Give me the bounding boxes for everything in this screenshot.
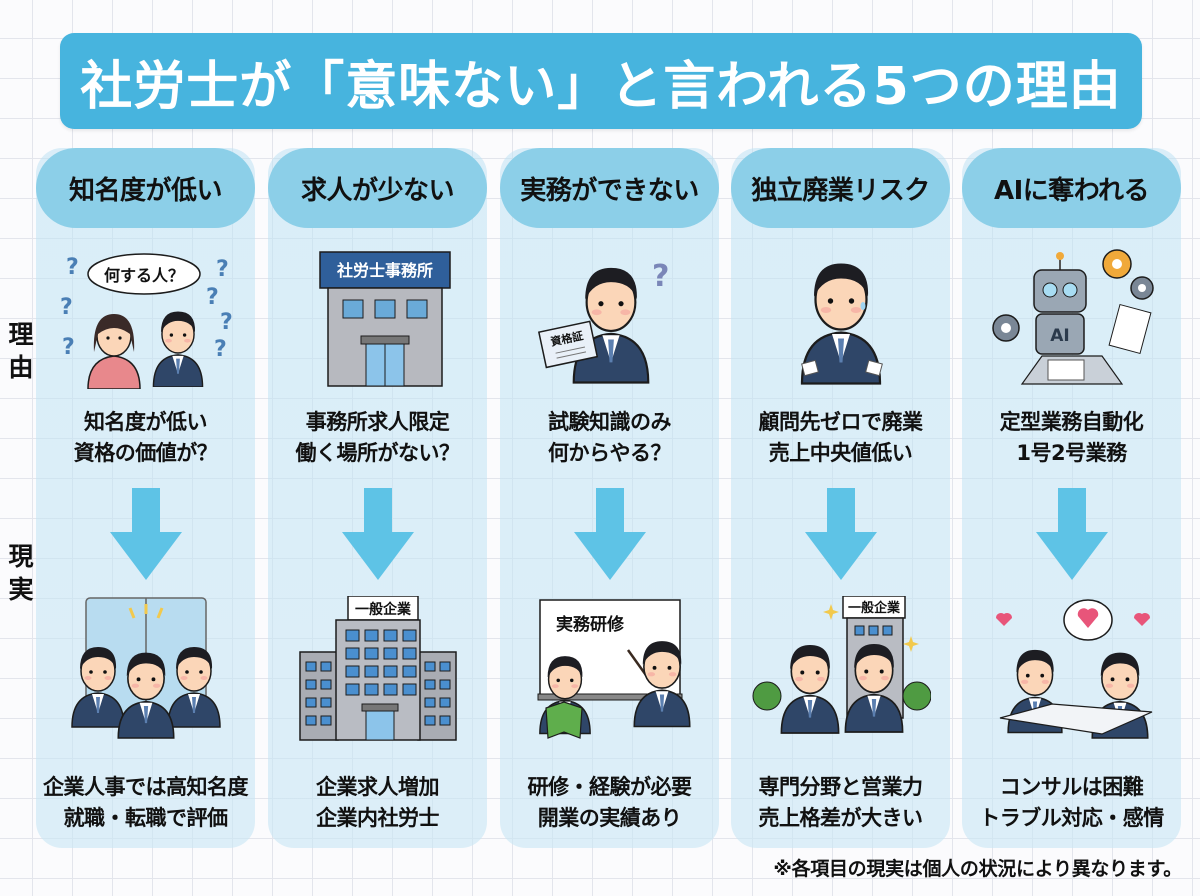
column-header: 知名度が低い xyxy=(36,148,255,228)
arrow-down-icon xyxy=(805,488,877,580)
column-header: 実務ができない xyxy=(500,148,719,228)
row-label-reality-text: 現実 xyxy=(8,542,34,604)
reality-caption: 企業求人増加 企業内社労士 xyxy=(316,775,440,830)
column-header: 独立廃業リスク xyxy=(731,148,950,228)
handshake-icon: 一般企業 xyxy=(752,596,931,734)
column-low-recognition: 知名度が低い ? ? ? ? ? ? ? ? 何する人？ 知名度が低い 資格の価… xyxy=(36,148,255,848)
reason-caption: 試験知識のみ 何からやる？ xyxy=(548,410,672,465)
svg-text:?: ? xyxy=(66,255,79,280)
column-few-jobs: 求人が少ない 社労士事務所 事務所求人限定 働く場所がない？ 一般企業 xyxy=(268,148,487,848)
arrow-down-icon xyxy=(1036,488,1108,580)
title-banner: 社労士が「意味ない」と言われる5つの理由 xyxy=(60,33,1142,129)
row-label-reason-text: 理由 xyxy=(8,320,34,382)
reality-caption: 企業人事では高知名度 就職・転職で評価 xyxy=(43,775,249,830)
consultation-icon xyxy=(995,599,1152,739)
reality-caption: 専門分野と営業力 売上格差が大きい xyxy=(758,775,924,830)
reason-caption: 顧問先ゼロで廃業 売上中央値低い xyxy=(758,410,924,465)
svg-text:社労士事務所: 社労士事務所 xyxy=(335,261,432,280)
column-independence-risk: 独立廃業リスク 顧問先ゼロで廃業 売上中央値低い 一般企業 専門分野と営業力 売… xyxy=(731,148,950,848)
reality-caption: コンサルは困難 トラブル対応・感情 xyxy=(979,775,1164,830)
corporate-building-icon: 一般企業 xyxy=(298,596,457,741)
arrow-down-icon xyxy=(110,488,182,580)
column-header: 求人が少ない xyxy=(268,148,487,228)
column-header: AIに奪われる xyxy=(962,148,1181,228)
arrow-down-icon xyxy=(574,488,646,580)
reason-caption: 知名度が低い 資格の価値が？ xyxy=(73,410,218,465)
row-label-reality: 現実 xyxy=(6,540,36,606)
praised-employee-icon xyxy=(70,597,221,739)
svg-text:実務研修: 実務研修 xyxy=(556,614,625,635)
svg-text:?: ? xyxy=(652,259,669,294)
svg-text:?: ? xyxy=(60,295,73,320)
svg-text:?: ? xyxy=(206,285,219,310)
reason-caption: 定型業務自動化 1号2号業務 xyxy=(999,410,1144,465)
reason-caption: 事務所求人限定 働く場所がない？ xyxy=(295,410,461,465)
svg-text:?: ? xyxy=(220,310,233,335)
worried-man-certificate-icon: ? 資格証 xyxy=(537,259,669,384)
small-office-icon: 社労士事務所 xyxy=(318,251,451,387)
svg-text:一般企業: 一般企業 xyxy=(355,601,412,618)
footnote: ※各項目の現実は個人の状況により異なります。 xyxy=(773,858,1182,880)
svg-text:資格証: 資格証 xyxy=(549,328,584,349)
svg-text:?: ? xyxy=(214,337,227,362)
svg-text:?: ? xyxy=(216,257,229,282)
arrow-down-icon xyxy=(342,488,414,580)
confused-people-icon: ? ? ? ? ? ? ? ? 何する人？ xyxy=(60,253,233,389)
empty-pockets-man-icon xyxy=(800,262,883,385)
speech-bubble-text: 何する人？ xyxy=(103,266,183,285)
reality-caption: 研修・経験が必要 開業の実績あり xyxy=(527,775,693,830)
column-no-practical-skills: 実務ができない ? 資格証 試験知識のみ 何からやる？ 実務研修 研修・経験が必… xyxy=(500,148,719,848)
column-ai-replacement: AIに奪われる AI 定型業務自動化 1号2号業務 コンサルは困難 トラブル対応… xyxy=(962,148,1181,848)
page-title: 社労士が「意味ない」と言われる5つの理由 xyxy=(80,56,1122,117)
row-label-reason: 理由 xyxy=(6,318,36,384)
ai-robot-icon: AI xyxy=(991,249,1154,385)
svg-text:AI: AI xyxy=(1050,326,1069,346)
training-session-icon: 実務研修 xyxy=(537,599,691,739)
svg-text:一般企業: 一般企業 xyxy=(847,600,900,616)
svg-text:?: ? xyxy=(62,335,75,360)
